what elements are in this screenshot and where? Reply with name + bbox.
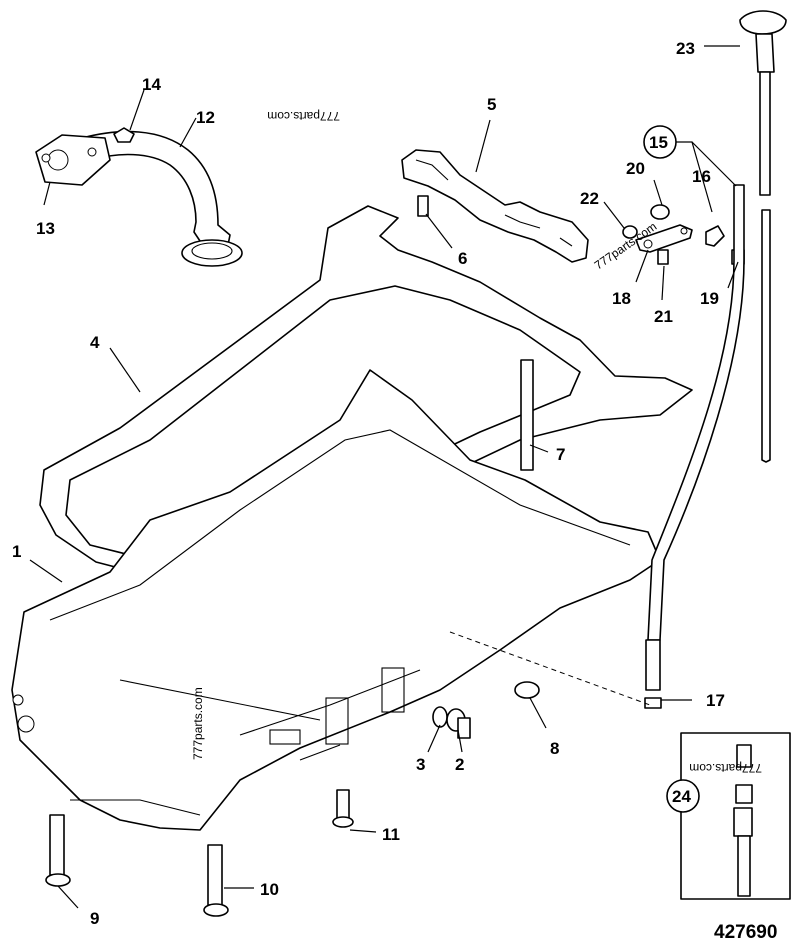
- watermark-pan: 777parts.com: [191, 687, 205, 760]
- callout-labels: 1 2 3 4 5 6 7 8 9 10 11 12 13 14 15 16 1…: [12, 39, 725, 928]
- callout-6: 6: [458, 249, 467, 268]
- callout-7: 7: [556, 445, 565, 464]
- callout-17: 17: [706, 691, 725, 710]
- callout-4: 4: [90, 333, 100, 352]
- callout-15-circle: [643, 125, 677, 159]
- callout-11: 11: [382, 825, 400, 844]
- stiffener-bracket: [401, 149, 589, 263]
- callout-24: 24: [672, 787, 691, 806]
- watermark-top: 777parts.com: [267, 109, 340, 123]
- callout-19: 19: [700, 289, 719, 308]
- bolts: [45, 359, 534, 917]
- oil-pan-body: [11, 369, 661, 831]
- dipstick-and-tube: [449, 10, 787, 709]
- callout-15: 15: [649, 133, 668, 152]
- callout-18: 18: [612, 289, 631, 308]
- leader-lines: [29, 45, 740, 909]
- callout-12: 12: [196, 108, 215, 127]
- callout-20: 20: [626, 159, 645, 178]
- callout-14: 14: [142, 75, 161, 94]
- callout-9: 9: [90, 909, 99, 928]
- callout-3: 3: [416, 755, 425, 774]
- callout-1: 1: [12, 542, 21, 561]
- drawing-reference-number: 427690: [714, 922, 777, 943]
- callout-5: 5: [487, 95, 496, 114]
- callout-23: 23: [676, 39, 695, 58]
- callout-13: 13: [36, 219, 55, 238]
- callout-16: 16: [692, 167, 711, 186]
- drain-plug-assembly: [432, 681, 540, 739]
- callout-10: 10: [260, 880, 279, 899]
- callout-8: 8: [550, 739, 559, 758]
- callout-24-circle: [666, 779, 700, 813]
- oil-pickup-pipe: [35, 127, 243, 267]
- callout-2: 2: [455, 755, 464, 774]
- watermark-inset: 777parts.com: [689, 761, 762, 775]
- callout-22: 22: [580, 189, 599, 208]
- detail-inset-24: [680, 732, 791, 900]
- callout-21: 21: [654, 307, 673, 326]
